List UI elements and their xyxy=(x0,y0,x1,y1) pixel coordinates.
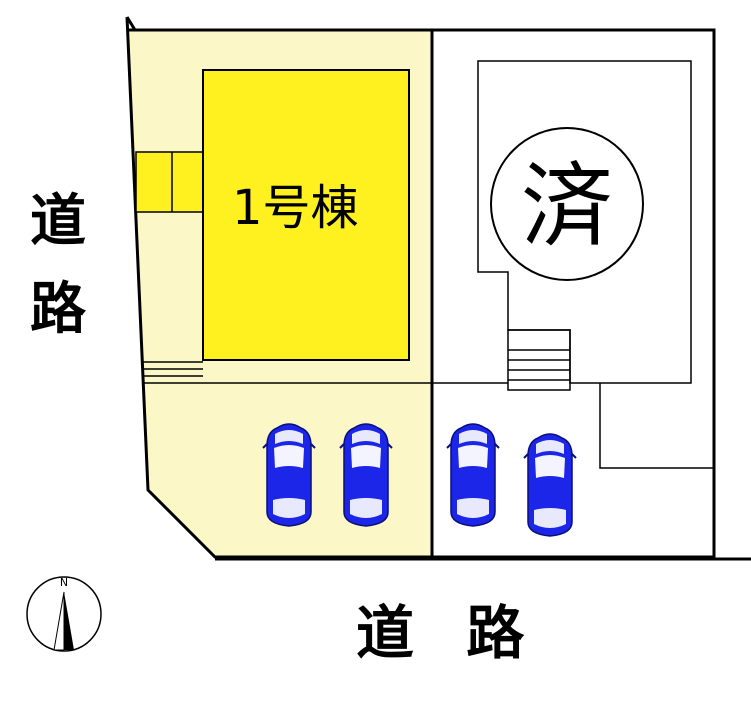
compass-north-letter: N xyxy=(60,576,68,589)
car-icon xyxy=(262,423,316,527)
lot-1-porch-steps xyxy=(142,361,203,377)
building-1 xyxy=(202,69,410,361)
lot-1-steps xyxy=(135,151,204,213)
road-label-left-bottom: 路 xyxy=(30,277,86,342)
sold-label: 済 xyxy=(521,153,613,260)
sold-circle xyxy=(490,127,644,281)
site-boundary xyxy=(125,16,716,559)
north-compass-icon: N xyxy=(26,576,102,652)
lot-2-steps xyxy=(507,329,571,391)
lot-2-side-area xyxy=(599,383,714,469)
road-label-left-top: 道 xyxy=(30,189,86,254)
car-icon xyxy=(523,433,577,537)
car-icon xyxy=(446,423,500,527)
building-1-label: 1号棟 xyxy=(232,180,359,236)
car-icon xyxy=(339,423,393,527)
road-label-bottom: 道 路 xyxy=(356,599,541,667)
